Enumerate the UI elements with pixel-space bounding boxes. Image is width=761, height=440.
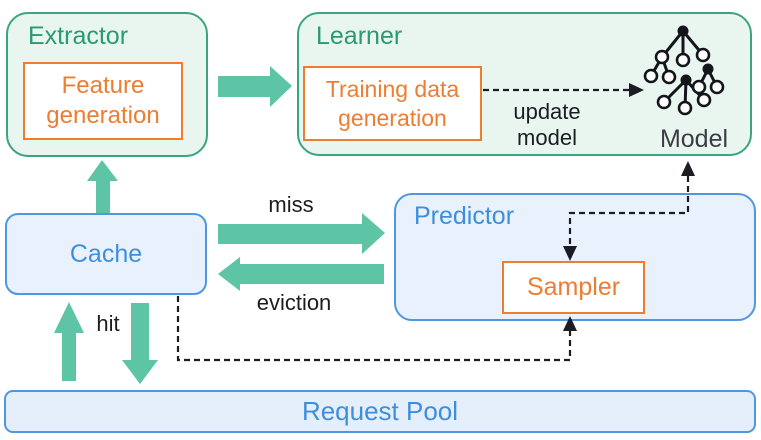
training-data-generation-box: Training data generation	[303, 66, 482, 141]
arrow-extractor-to-learner	[218, 66, 292, 107]
request-pool-title: Request Pool	[301, 396, 459, 426]
extractor-title: Extractor	[28, 22, 129, 50]
eviction-edge-label: eviction	[256, 290, 332, 315]
miss-edge-label: miss	[268, 192, 314, 217]
arrow-miss-cache-to-predictor	[218, 213, 385, 254]
model-label: Model	[659, 125, 729, 153]
learner-title: Learner	[316, 22, 403, 50]
cache-box: Cache	[5, 213, 207, 295]
feature-generation-box: Feature generation	[23, 62, 183, 140]
cache-title: Cache	[69, 239, 143, 268]
arrowhead-up-to-learner	[681, 161, 695, 176]
arrow-eviction-predictor-to-cache	[218, 257, 384, 291]
hit-edge-label: hit	[96, 311, 120, 336]
arrow-hit-pool-to-cache	[54, 302, 84, 381]
sampler-box: Sampler	[502, 261, 645, 314]
update-model-edge-label: update model	[513, 99, 581, 150]
predictor-title: Predictor	[414, 202, 515, 230]
request-pool-box: Request Pool	[4, 390, 756, 433]
arrow-cache-to-extractor	[87, 160, 118, 213]
